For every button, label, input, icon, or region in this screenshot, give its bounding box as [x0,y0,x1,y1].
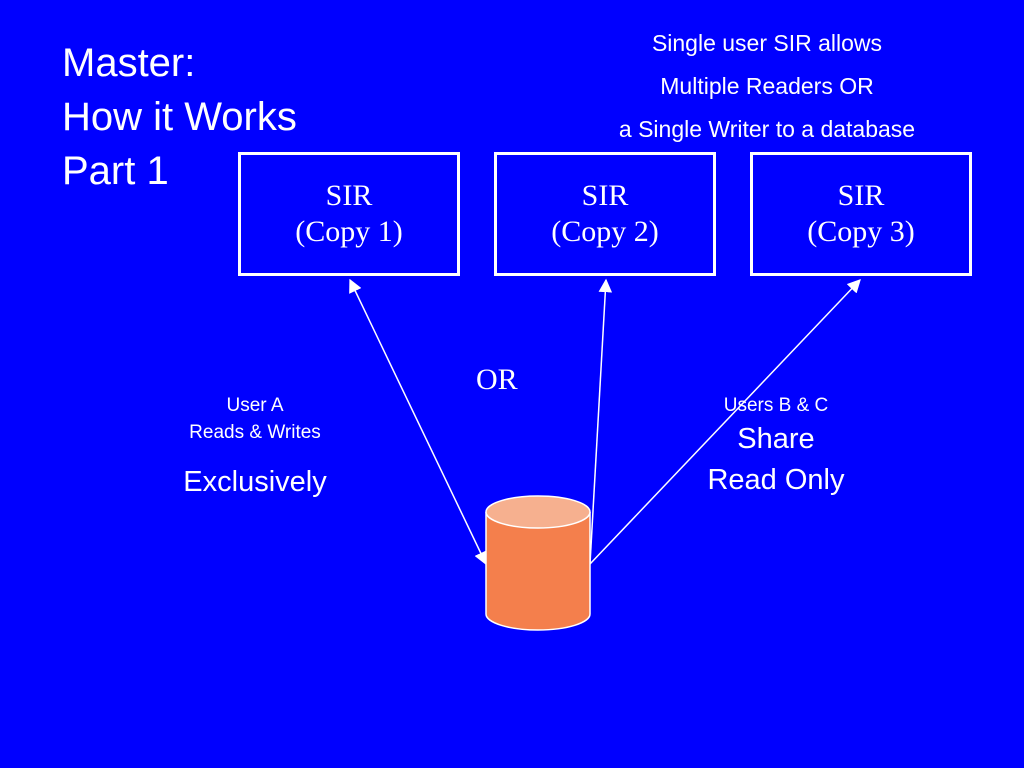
slide-title: Master: How it Works Part 1 [62,36,297,198]
user-a-note: User A Reads & Writes Exclusively [160,392,350,500]
caption-line-1: Single user SIR allows [651,30,883,56]
sir-copy-2-name: SIR [581,179,629,212]
database-top [485,495,591,529]
sir-copy-1-label: (Copy 1) [295,215,403,248]
or-label: OR [476,363,518,396]
title-line-3: Part 1 [62,149,169,193]
sir-copy-1-box: SIR (Copy 1) [238,152,460,276]
sir-copy-3-label: (Copy 3) [807,215,915,248]
sir-copy-3-name: SIR [837,179,885,212]
users-b-c-line-3: Read Only [707,464,845,496]
caption-line-2: Multiple Readers OR [660,73,874,99]
database-cylinder-icon [485,495,591,631]
user-a-line-2: Reads & Writes [189,422,321,443]
sir-copy-2-box: SIR (Copy 2) [494,152,716,276]
database-body [485,512,591,631]
sir-copy-1-name: SIR [325,179,373,212]
sir-copy-2-label: (Copy 2) [551,215,659,248]
users-b-c-note: Users B & C Share Read Only [676,392,876,501]
connector-copy-2 [589,278,613,565]
title-line-1: Master: [62,41,196,85]
sir-copy-3-box: SIR (Copy 3) [750,152,972,276]
users-b-c-line-1: Users B & C [723,395,829,416]
users-b-c-line-2: Share [737,423,815,455]
caption: Single user SIR allows Multiple Readers … [560,22,974,151]
user-a-line-3: Exclusively [183,466,327,498]
title-line-2: How it Works [62,95,297,139]
connector-copy-1 [349,278,487,566]
user-a-line-1: User A [226,395,284,416]
caption-line-3: a Single Writer to a database [618,116,916,142]
